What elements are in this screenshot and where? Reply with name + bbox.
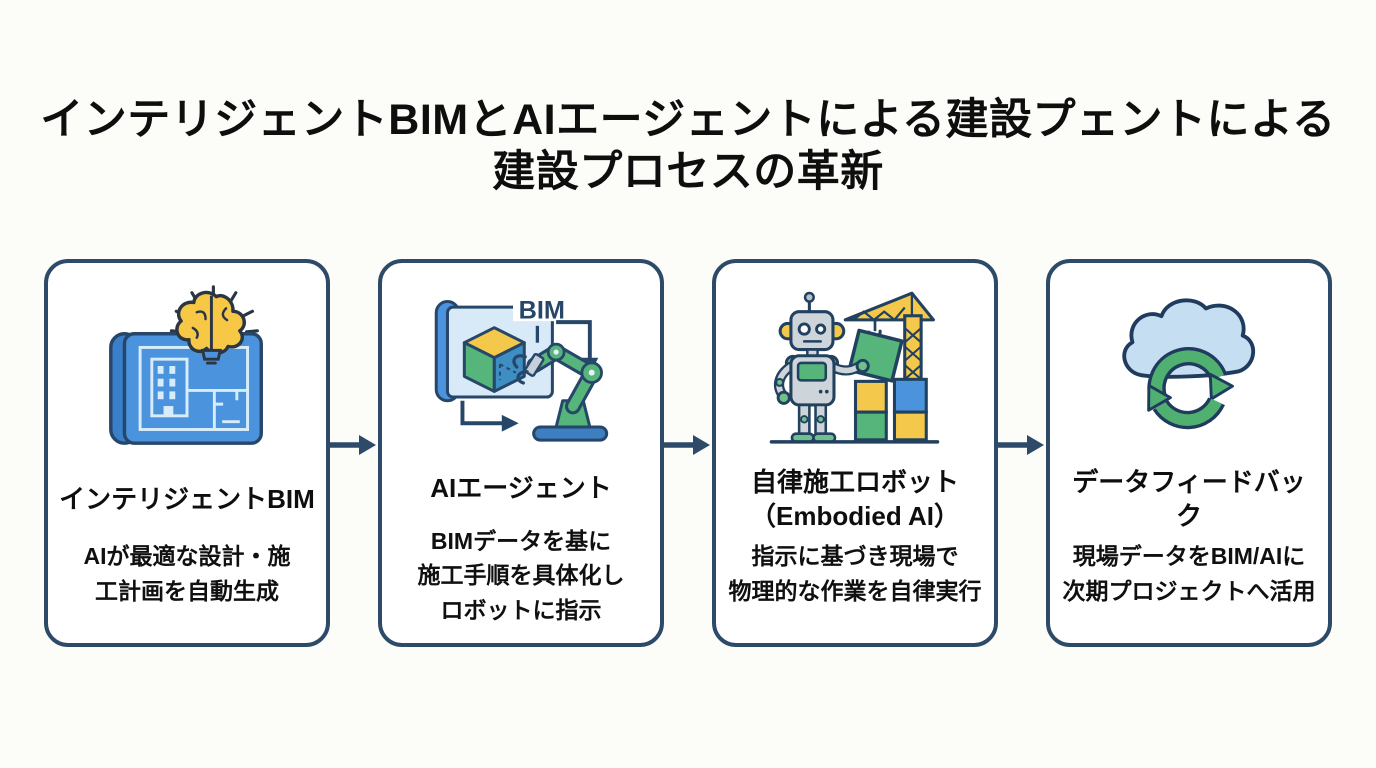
card-description: BIMデータを基に 施工手順を具体化し ロボットに指示 — [418, 524, 625, 658]
card-autonomous-robot: 自律施工ロボット （Embodied AI） 指示に基づき現場で 物理的な作業を… — [712, 258, 998, 647]
card-title: データフィードバック — [1060, 463, 1318, 535]
blueprint-brain-icon — [109, 285, 263, 445]
card-title-line: （Embodied AI） — [750, 500, 960, 531]
card-description: AIが最適な設計・施 工計画を自動生成 — [84, 535, 291, 643]
process-flow: インテリジェントBIM AIが最適な設計・施 工計画を自動生成 BIM — [44, 258, 1332, 647]
card-title: インテリジェントBIM — [59, 463, 315, 535]
card-desc-line: AIが最適な設計・施 — [83, 543, 291, 570]
card-desc-line: ロボットに指示 — [440, 596, 602, 623]
card-ai-agent: BIM — [378, 258, 664, 647]
page-title-line-2: 建設プロセスの革新 — [492, 148, 884, 197]
right-arrow-icon — [330, 434, 376, 455]
card-desc-line: 施工手順を具体化し — [417, 562, 625, 589]
card-title-line: AIエージェント — [430, 472, 612, 503]
right-arrow-icon — [664, 434, 710, 455]
card-desc-line: 現場データをBIM/AIに — [1072, 543, 1306, 570]
card-data-feedback: データフィードバック 現場データをBIM/AIに 次期プロジェクトへ活用 — [1046, 258, 1332, 647]
card-title-line: インテリジェントBIM — [59, 483, 315, 514]
card-description: 現場データをBIM/AIに 次期プロジェクトへ活用 — [1063, 535, 1316, 643]
card-title: 自律施工ロボット （Embodied AI） — [750, 463, 960, 535]
card-desc-line: 工計画を自動生成 — [95, 577, 279, 604]
page-title-line-1: インテリジェントBIMとAIエージェントによる建設プェントによる — [40, 96, 1336, 144]
card-icon-area — [99, 275, 275, 457]
bim-to-robot-arm-icon: BIM — [434, 294, 609, 442]
page-title: インテリジェントBIMとAIエージェントによる建設プェントによる 建設プロセスの… — [0, 0, 1376, 199]
card-title-line: 自律施工ロボット — [750, 466, 959, 497]
card-icon-area: BIM — [425, 275, 617, 446]
card-title-line: データフィードバック — [1072, 466, 1306, 531]
right-arrow-icon — [998, 434, 1044, 455]
construction-robot-crane-icon — [769, 291, 940, 444]
card-icon-area — [765, 275, 945, 457]
card-description: 指示に基づき現場で 物理的な作業を自律実行 — [729, 535, 982, 643]
flow-arrow — [998, 251, 1046, 639]
card-desc-line: 次期プロジェクトへ活用 — [1062, 577, 1316, 604]
card-desc-line: 物理的な作業を自律実行 — [728, 577, 982, 604]
card-desc-line: 指示に基づき現場で — [751, 543, 959, 570]
card-title: AIエージェント — [430, 452, 611, 524]
card-intelligent-bim: インテリジェントBIM AIが最適な設計・施 工計画を自動生成 — [44, 258, 330, 647]
bim-label: BIM — [519, 296, 565, 324]
flow-arrow — [664, 251, 712, 639]
card-icon-area — [1112, 275, 1267, 457]
flow-arrow — [330, 251, 378, 639]
cloud-sync-icon — [1121, 298, 1255, 430]
card-desc-line: BIMデータを基に — [430, 527, 612, 554]
